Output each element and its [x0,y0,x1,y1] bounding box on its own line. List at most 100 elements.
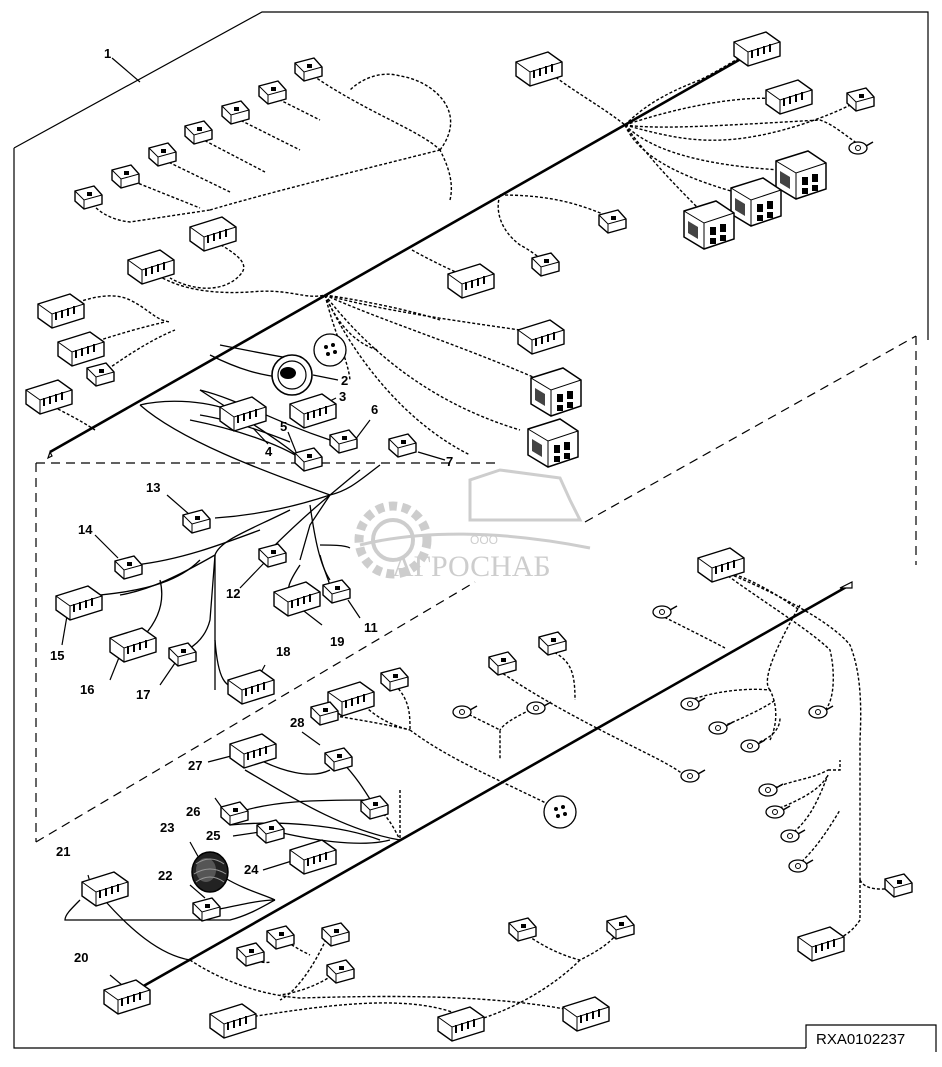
callout-labels: 1 2 3 4 5 6 7 11 12 13 14 15 16 17 18 19… [50,46,453,965]
item-20-connector [103,979,151,1015]
item-11-connector [322,579,351,604]
connector-block [765,79,813,115]
callout-26: 26 [186,804,200,819]
callout-17: 17 [136,687,150,702]
item-24-connector [289,839,337,875]
connector-block [447,263,495,299]
connector-block [57,331,105,367]
connector-bigblock [730,177,782,227]
connector-plug [508,917,537,942]
item-14-connector [114,555,143,580]
figure-reference-id: RXA0102237 [816,1031,905,1048]
ring-terminal [740,739,766,753]
detail-boundaries [35,335,917,843]
connector-plug [74,185,103,210]
item-16-connector [109,627,157,663]
item-2-round-connector [271,354,313,396]
connector-block [517,319,565,355]
ring-terminal [788,859,814,873]
callout-11: 11 [364,620,378,635]
ring-terminal [526,701,552,715]
ring-terminal [765,805,791,819]
connector-plug [221,100,250,125]
connector-plug [86,362,115,387]
ring-terminal [452,705,478,719]
connector-bigblock [683,200,735,250]
item-23-round-connector [191,851,229,893]
callout-13: 13 [146,480,160,495]
ring-terminal [680,769,706,783]
ring-terminal [680,697,706,711]
connector-plug [294,57,323,82]
callout-3: 3 [339,389,346,404]
item-18-connector [227,669,275,705]
callout-15: 15 [50,648,64,663]
item-26-connector [220,801,249,826]
connector-block [733,31,781,67]
item-28-connector [324,747,353,772]
connector-plug [884,873,913,898]
callout-24: 24 [244,862,259,877]
ring-terminal [808,705,834,719]
item-15-connector [55,585,103,621]
connector-plug [326,959,355,984]
round-connector [543,795,577,829]
connector-block [37,293,85,329]
connector-plug [266,925,295,950]
connector-block [209,1003,257,1039]
item-25-connector [256,819,285,844]
connector-plug [310,701,339,726]
connector-plug [258,80,287,105]
callout-6: 6 [371,402,378,417]
connector-block [562,996,610,1032]
callout-18: 18 [276,644,290,659]
item-22-connector [192,897,221,922]
connectors [25,31,913,1042]
item-7-connector [388,433,417,458]
callout-20: 20 [74,950,88,965]
callout-7: 7 [446,454,453,469]
connector-plug [111,164,140,189]
callout-5: 5 [280,419,287,434]
connector-plug [488,651,517,676]
callout-1: 1 [104,46,111,61]
callout-4: 4 [265,444,273,459]
callout-23: 23 [160,820,174,835]
round-connector [313,333,347,367]
ring-terminal [758,783,784,797]
connector-plug [360,795,389,820]
watermark-prefix: ООО [470,533,498,547]
callout-19: 19 [330,634,344,649]
item-27-connector [229,733,277,769]
item-5-connector [294,447,323,472]
connector-block [189,216,237,252]
callout-2: 2 [341,373,348,388]
connector-bigblock [527,418,579,468]
connector-plug [598,209,627,234]
connector-block [127,249,175,285]
connector-plug [538,631,567,656]
main-trunks [49,54,849,990]
watermark: ООО АГРОСНАБ [354,468,591,583]
item-13-connector [182,509,211,534]
ring-terminal [708,721,734,735]
connector-plug [606,915,635,940]
connector-block [515,51,563,87]
callout-28: 28 [290,715,304,730]
item-17-connector [168,642,197,667]
connector-plug [846,87,875,112]
ring-terminal [780,829,806,843]
connector-block [25,379,73,415]
connector-block [437,1006,485,1042]
connector-plug [380,667,409,692]
connector-plug [531,252,560,277]
connector-plug [321,922,350,947]
callout-22: 22 [158,868,172,883]
callout-12: 12 [226,586,240,601]
callout-21: 21 [56,844,70,859]
ring-terminal [652,605,678,619]
connector-bigblock [530,367,582,417]
ring-terminal [848,141,874,155]
item-3-connector [289,393,337,429]
